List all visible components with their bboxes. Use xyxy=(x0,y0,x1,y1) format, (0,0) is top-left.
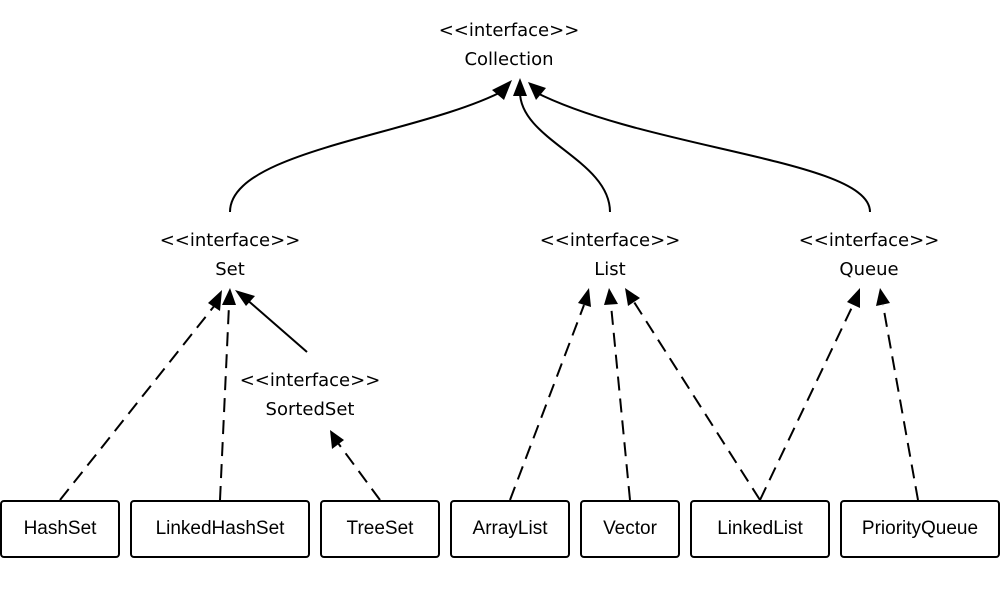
edge-linkedhashset-set xyxy=(219,304,230,501)
edge-sortedset-set xyxy=(244,297,308,353)
interface-list[interactable]: <<interface>> List xyxy=(510,226,710,284)
arrowhead-queue-collection xyxy=(528,82,546,100)
edge-linkedlist-list xyxy=(633,301,761,501)
class-hashset[interactable]: HashSet xyxy=(0,500,120,558)
class-treeset[interactable]: TreeSet xyxy=(320,500,440,558)
interface-collection[interactable]: <<interface>> Collection xyxy=(409,16,609,74)
class-linkedhashset[interactable]: LinkedHashSet xyxy=(130,500,310,558)
interface-stereotype: <<interface>> xyxy=(239,370,381,391)
arrowhead-priorityqueue-queue xyxy=(876,288,890,306)
interface-name: SortedSet xyxy=(265,399,355,420)
edge-treeset-sortedset xyxy=(337,442,381,501)
arrowhead-sortedset-set xyxy=(235,290,255,306)
interface-queue[interactable]: <<interface>> Queue xyxy=(769,226,969,284)
arrowhead-treeset-sortedset xyxy=(330,430,344,449)
arrowhead-linkedhashset-set xyxy=(222,288,236,305)
arrowhead-arraylist-list xyxy=(578,288,591,307)
interface-set[interactable]: <<interface>> Set xyxy=(130,226,330,284)
edge-set-collection xyxy=(229,89,506,213)
edge-hashset-set xyxy=(59,304,216,501)
class-vector[interactable]: Vector xyxy=(580,500,680,558)
interface-stereotype: <<interface>> xyxy=(438,20,580,41)
interface-stereotype: <<interface>> xyxy=(159,230,301,251)
edge-vector-list xyxy=(610,304,631,501)
edge-queue-collection xyxy=(534,91,871,213)
edge-list-collection xyxy=(519,91,611,213)
arrowhead-set-collection xyxy=(492,80,512,100)
arrowhead-linkedlist-list xyxy=(625,288,640,306)
class-linkedlist[interactable]: LinkedList xyxy=(690,500,830,558)
arrowhead-hashset-set xyxy=(208,290,222,311)
interface-name: Set xyxy=(215,259,245,280)
edge-arraylist-list xyxy=(509,304,585,501)
class-arraylist[interactable]: ArrayList xyxy=(450,500,570,558)
class-priorityqueue[interactable]: PriorityQueue xyxy=(840,500,1000,558)
interface-name: Queue xyxy=(839,259,899,280)
interface-sortedset[interactable]: <<interface>> SortedSet xyxy=(210,366,410,424)
interface-name: List xyxy=(594,259,626,280)
edge-priorityqueue-queue xyxy=(882,304,919,501)
interface-stereotype: <<interface>> xyxy=(798,230,940,251)
edge-linkedlist-queue xyxy=(759,304,854,501)
interface-stereotype: <<interface>> xyxy=(539,230,681,251)
arrowhead-vector-list xyxy=(604,288,618,305)
interface-name: Collection xyxy=(464,49,554,70)
arrowhead-list-collection xyxy=(513,78,527,96)
arrowhead-linkedlist-queue xyxy=(847,288,860,308)
